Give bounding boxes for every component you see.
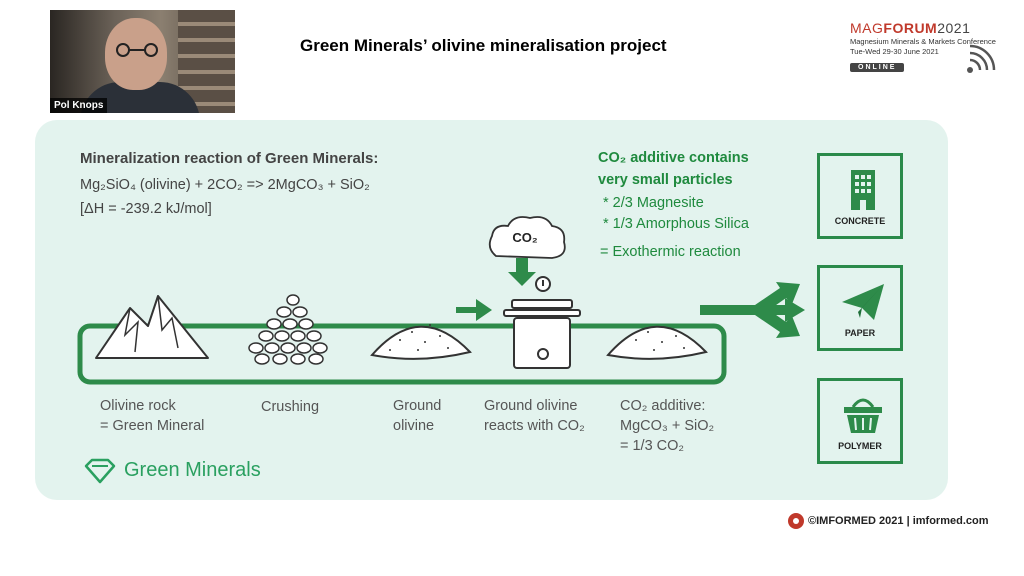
imformed-logo-icon	[788, 513, 804, 529]
product-concrete: CONCRETE	[817, 153, 903, 239]
step-label-line2: = Green Mineral	[100, 418, 205, 434]
conference-subtitle: Magnesium Minerals & Markets Conference	[850, 37, 996, 46]
step-co2-additive: CO₂ additive: MgCO₃ + SiO₂ = 1/3 CO₂	[620, 396, 714, 456]
cloud-label: CO₂	[512, 230, 538, 245]
additive-item-magnesite: * 2/3 Magnesite	[603, 195, 704, 211]
basket-icon	[844, 398, 882, 433]
online-badge: ONLINE	[850, 63, 905, 72]
additive-heading-line1: CO₂ additive contains	[598, 150, 749, 166]
brand-forum: FORUM	[883, 20, 938, 36]
glasses-icon	[116, 43, 158, 57]
conference-brand: MAGFORUM2021	[850, 20, 1000, 36]
additive-pile-icon	[606, 325, 708, 360]
product-label: PAPER	[844, 328, 876, 338]
paper-plane-icon	[842, 284, 884, 320]
step-label-line1: Olivine rock	[100, 398, 176, 414]
product-polymer: POLYMER	[817, 378, 903, 464]
product-label: CONCRETE	[834, 216, 886, 226]
additive-heading-line2: very small particles	[598, 172, 733, 188]
pebbles-icon	[248, 294, 328, 365]
brand-mag: MAG	[850, 20, 884, 36]
step-label-line2: reacts with CO₂	[484, 418, 585, 434]
step-olivine-rock: Olivine rock = Green Mineral	[100, 396, 204, 436]
green-minerals-logo: Green Minerals	[124, 459, 261, 481]
down-arrow-icon	[508, 258, 536, 286]
reaction-equation: Mg₂SiO₄ (olivine) + 2CO₂ => 2MgCO₃ + SiO…	[80, 177, 370, 193]
reaction-enthalpy: [ΔH = -239.2 kJ/mol]	[80, 201, 212, 217]
building-icon	[851, 170, 875, 210]
product-paper: PAPER	[817, 265, 903, 351]
cloud-icon	[488, 216, 566, 259]
step-label-line2: olivine	[393, 418, 435, 434]
signal-icon	[967, 44, 996, 73]
step-label-line3: = 1/3 CO₂	[620, 438, 685, 454]
conference-logo: MAGFORUM2021 Magnesium Minerals & Market…	[850, 20, 1000, 80]
speaker-name: Pol Knops	[50, 98, 108, 113]
brand-year: 2021	[937, 20, 971, 36]
speaker-video: Pol Knops	[50, 10, 235, 113]
additive-item-silica: * 1/3 Amorphous Silica	[603, 216, 749, 232]
step-reaction: Ground olivine reacts with CO₂	[484, 396, 585, 436]
process-arrow	[456, 299, 492, 321]
footer-copyright: ©IMFORMED 2021 | imformed.com	[808, 515, 989, 527]
conference-dates: Tue-Wed 29-30 June 2021	[850, 47, 939, 56]
reactor-pot-icon	[503, 276, 581, 369]
green-minerals-diamond-icon	[84, 458, 116, 484]
mountain-icon	[95, 295, 209, 359]
step-label-line1: Ground olivine	[484, 398, 578, 414]
step-label-line1: CO₂ additive:	[620, 398, 706, 414]
branch-arrow-icon	[700, 282, 805, 338]
product-label: POLYMER	[838, 441, 882, 451]
step-ground-olivine: Ground olivine	[393, 396, 441, 436]
reaction-heading: Mineralization reaction of Green Mineral…	[80, 150, 379, 167]
step-label-line1: Crushing	[261, 399, 320, 415]
powder-pile-icon	[370, 324, 472, 360]
step-label-line1: Ground	[393, 398, 442, 414]
slide-title: Green Minerals’ olivine mineralisation p…	[300, 36, 667, 55]
step-crushing: Crushing	[261, 397, 319, 417]
additive-result: = Exothermic reaction	[600, 244, 741, 260]
process-loop	[77, 323, 727, 385]
step-label-line2: MgCO₃ + SiO₂	[620, 418, 715, 434]
